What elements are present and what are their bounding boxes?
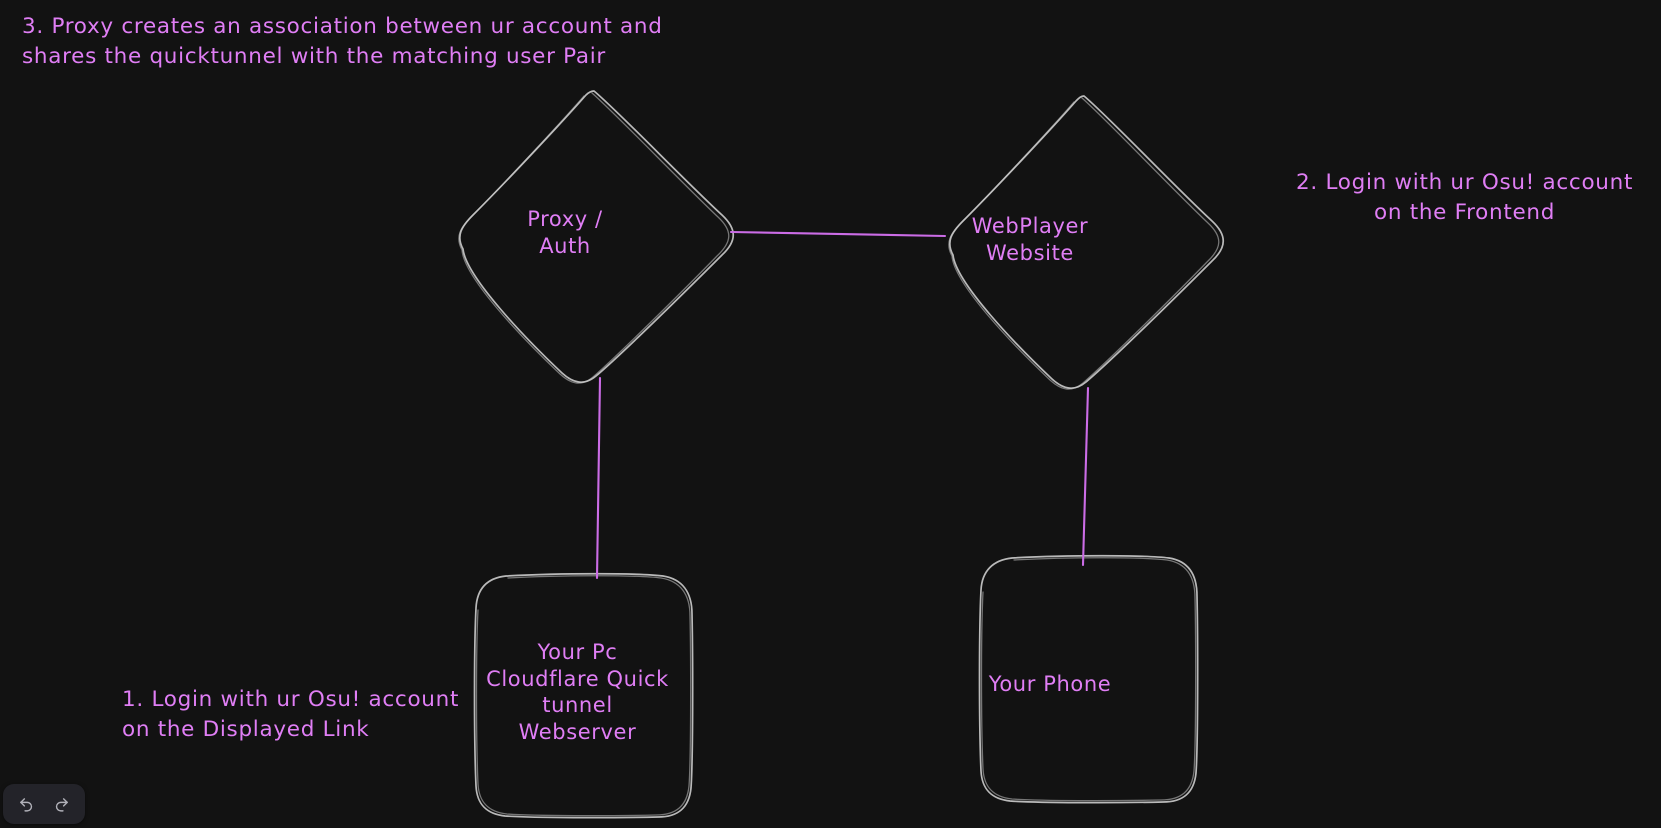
node-your-phone-label: Your Phone xyxy=(988,672,1112,696)
connector-webplayer-to-your-phone xyxy=(1081,386,1090,567)
node-webplayer-label: WebPlayer Website xyxy=(971,214,1089,265)
annotation-step-1: 1. Login with ur Osu! account on the Dis… xyxy=(122,687,460,742)
connector-proxy-to-your-pc xyxy=(595,376,602,580)
node-proxy-auth-label: Proxy / Auth xyxy=(527,207,603,258)
redo-icon xyxy=(53,796,70,813)
node-proxy-auth-shape xyxy=(458,90,735,384)
node-your-pc-label: Your Pc Cloudflare Quick tunnel Webserve… xyxy=(486,640,669,744)
annotation-step-2: 2. Login with ur Osu! account on the Fro… xyxy=(1296,170,1634,225)
redo-button[interactable] xyxy=(45,790,78,818)
node-webplayer-shape xyxy=(948,95,1225,390)
node-your-phone-shape xyxy=(978,554,1199,804)
connector-proxy-to-webplayer xyxy=(729,230,947,238)
undo-icon xyxy=(18,796,35,813)
node-your-pc-shape xyxy=(473,572,694,819)
undo-button[interactable] xyxy=(10,790,43,818)
annotation-step-3: 3. Proxy creates an association between … xyxy=(22,14,663,69)
history-toolbar xyxy=(3,784,85,824)
